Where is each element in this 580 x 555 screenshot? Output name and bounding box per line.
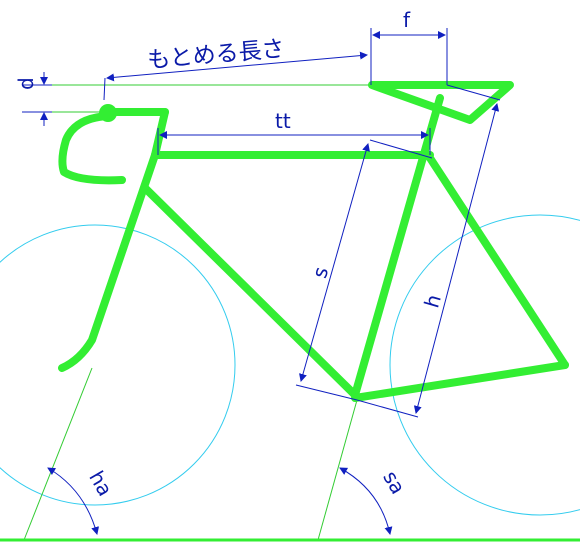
- handlebar-drop: [58, 112, 126, 185]
- ha-label: ha: [84, 467, 117, 501]
- sa-angle-arc: [339, 467, 393, 535]
- d-label: d: [14, 77, 38, 90]
- chain-stay: [351, 361, 569, 402]
- length-extension-left: [103, 77, 106, 101]
- h-label: h: [419, 292, 446, 311]
- handlebar-clamp: [99, 104, 117, 122]
- rear-wheel-circle: [389, 214, 580, 516]
- s-dimension-line: [299, 143, 370, 382]
- length-dimension-line: [106, 51, 368, 82]
- seat-stay: [426, 154, 569, 369]
- down-tube: [141, 184, 359, 399]
- sa-label: sa: [378, 467, 410, 499]
- h-extension-top: [446, 84, 501, 101]
- s-extension-bottom: [295, 384, 358, 401]
- saddle: [368, 81, 514, 124]
- h-extension-bottom: [356, 399, 419, 418]
- h-dimension-line: [413, 103, 500, 414]
- ha-angle-arc: [47, 467, 100, 535]
- seat-axis-extension: [317, 399, 358, 541]
- s-label: s: [307, 264, 333, 281]
- f-label: f: [403, 8, 411, 32]
- head-axis-extension: [23, 367, 93, 541]
- fork-and-head-tube: [58, 108, 169, 372]
- seat-tube: [351, 94, 444, 399]
- tt-label: tt: [275, 109, 291, 133]
